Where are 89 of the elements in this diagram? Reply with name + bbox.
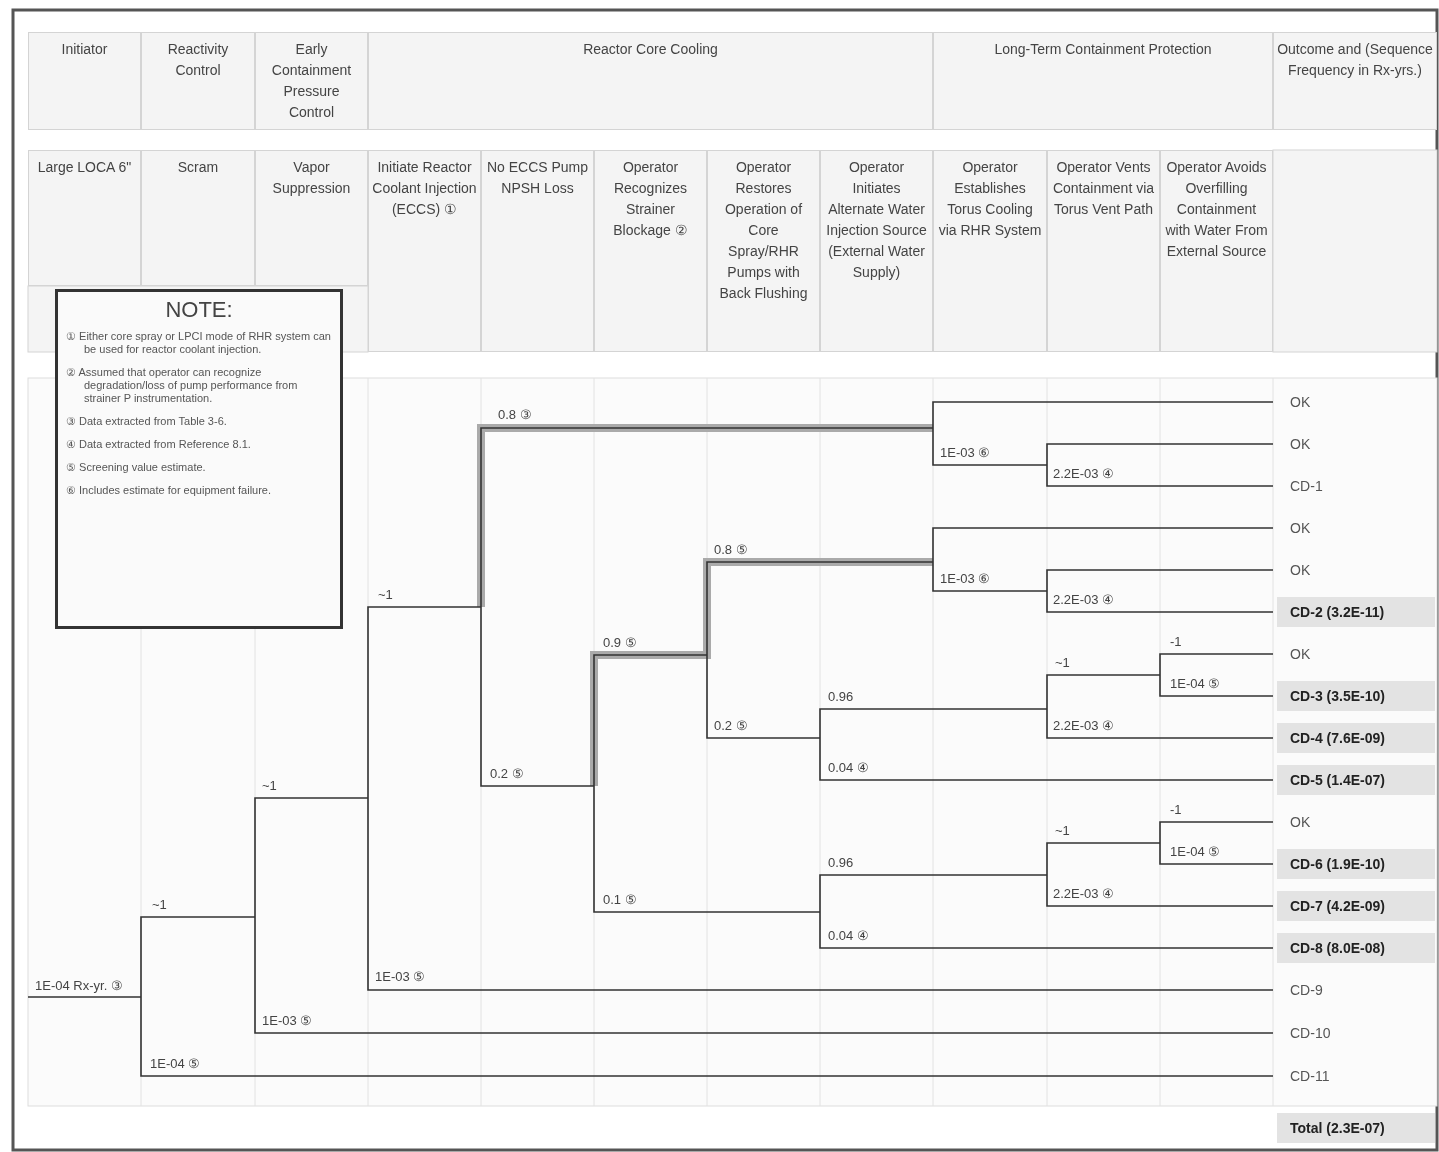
outcome-label: CD-11 bbox=[1290, 1067, 1330, 1085]
header-text: Scram bbox=[176, 158, 220, 177]
note-box bbox=[55, 289, 343, 629]
header-cell bbox=[255, 150, 368, 286]
header-cell bbox=[933, 150, 1047, 352]
outcome-label: OK bbox=[1290, 561, 1311, 579]
outcome-label: CD-5 (1.4E-07) bbox=[1290, 771, 1385, 789]
outcome-label: OK bbox=[1290, 519, 1311, 537]
outcome-label: OK bbox=[1290, 393, 1311, 411]
branch-probability: 0.9 ⑤ bbox=[603, 635, 637, 651]
header-cell bbox=[1160, 150, 1273, 352]
outcome-label: CD-9 bbox=[1290, 981, 1323, 999]
branch-probability: -1 bbox=[1170, 634, 1182, 650]
header-cell bbox=[1047, 150, 1160, 352]
outcome-label: CD-3 (3.5E-10) bbox=[1290, 687, 1385, 705]
branch-probability: ~1 bbox=[1055, 823, 1070, 839]
branch-probability: 0.1 ⑤ bbox=[603, 892, 637, 908]
header-text: Reactor Core Cooling bbox=[582, 40, 719, 59]
outcome-label: CD-1 bbox=[1290, 477, 1323, 495]
outcome-label: OK bbox=[1290, 813, 1311, 831]
outcome-label: OK bbox=[1290, 645, 1311, 663]
branch-probability: 1E-04 ⑤ bbox=[1170, 844, 1221, 860]
note-heading: NOTE: bbox=[164, 296, 234, 324]
branch-probability: 1E-03 ⑥ bbox=[940, 571, 991, 587]
header-text: Operator Recognizes Strainer Blockage ② bbox=[612, 158, 689, 240]
branch-probability: 2.2E-03 ④ bbox=[1053, 886, 1115, 902]
header-text: Operator Vents Containment via Torus Vent Path bbox=[1051, 158, 1156, 219]
branch-probability: -1 bbox=[1170, 802, 1182, 818]
header-text: Long-Term Containment Protection bbox=[993, 40, 1213, 59]
outcome-label: CD-8 (8.0E-08) bbox=[1290, 939, 1385, 957]
note-item: ③ Data extracted from Table 3-6. bbox=[66, 415, 228, 428]
branch-probability: ~1 bbox=[378, 587, 393, 603]
header-cell bbox=[255, 32, 368, 130]
header-cell bbox=[368, 150, 481, 352]
header-text: Operator Establishes Torus Cooling via RHR System bbox=[937, 158, 1043, 240]
header-cell bbox=[933, 32, 1273, 130]
branch-probability: 0.2 ⑤ bbox=[714, 718, 748, 734]
header-text: Operator Initiates Alternate Water Injection Source (External Water Supply) bbox=[825, 158, 928, 282]
header-text: Initiator bbox=[60, 40, 109, 59]
note-item: ⑤ Screening value estimate. bbox=[66, 461, 207, 474]
outcome-label: CD-2 (3.2E-11) bbox=[1290, 603, 1385, 621]
note-item: ④ Data extracted from Reference 8.1. bbox=[66, 438, 252, 451]
branch-probability: 1E-04 ⑤ bbox=[150, 1056, 201, 1072]
header-cell bbox=[594, 150, 707, 352]
header-cell bbox=[141, 32, 255, 130]
branch-probability: 1E-03 ⑤ bbox=[262, 1013, 313, 1029]
header-cell bbox=[28, 150, 141, 286]
outcome-label: OK bbox=[1290, 435, 1311, 453]
branch-probability: 0.96 bbox=[828, 689, 854, 705]
branch-probability: ~1 bbox=[152, 897, 167, 913]
header-cell bbox=[1273, 32, 1437, 130]
header-cell bbox=[707, 150, 820, 352]
header-text: Reactivity Control bbox=[166, 40, 230, 80]
branch-probability: 1E-04 Rx-yr. ③ bbox=[35, 978, 123, 994]
outcome-label: CD-7 (4.2E-09) bbox=[1290, 897, 1385, 915]
branch-probability: 0.04 ④ bbox=[828, 760, 869, 776]
header-cell bbox=[481, 150, 594, 352]
header-cell bbox=[368, 32, 933, 130]
note-item: ① Either core spray or LPCI mode of RHR system can be used for reactor coolant injection. bbox=[66, 330, 332, 356]
branch-probability: 0.8 ③ bbox=[498, 407, 532, 423]
outcome-label: CD-10 bbox=[1290, 1024, 1331, 1042]
header-cell bbox=[141, 150, 255, 286]
header-text: Operator Avoids Overfilling Containment with Water From External Source bbox=[1164, 158, 1269, 261]
outcome-label: CD-4 (7.6E-09) bbox=[1290, 729, 1385, 747]
header-cell bbox=[28, 32, 141, 130]
outcome-label: CD-6 (1.9E-10) bbox=[1290, 855, 1385, 873]
branch-probability: 0.2 ⑤ bbox=[490, 766, 524, 782]
note-item: ② Assumed that operator can recognize degradation/loss of pump performance from strainer P instrumentation. bbox=[66, 366, 299, 405]
branch-probability: ~1 bbox=[1055, 655, 1070, 671]
branch-probability: 0.96 bbox=[828, 855, 854, 871]
branch-probability: 2.2E-03 ④ bbox=[1053, 718, 1115, 734]
header-text: Outcome and (Sequence Frequency in Rx-yrs.) bbox=[1277, 40, 1433, 80]
header-text: No ECCS Pump NPSH Loss bbox=[485, 158, 590, 198]
total-frequency: Total (2.3E-07) bbox=[1290, 1119, 1385, 1137]
header-cell bbox=[820, 150, 933, 352]
header-text: Vapor Suppression bbox=[271, 158, 352, 198]
header-text: Large LOCA 6" bbox=[36, 158, 133, 177]
note-item: ⑥ Includes estimate for equipment failure. bbox=[66, 484, 273, 497]
branch-probability: 1E-03 ⑥ bbox=[940, 445, 991, 461]
branch-probability: 1E-03 ⑤ bbox=[375, 969, 426, 985]
header-text: Operator Restores Operation of Core Spray/RHR Pumps with Back Flushing bbox=[718, 158, 809, 303]
branch-probability: 0.04 ④ bbox=[828, 928, 869, 944]
branch-probability: 1E-04 ⑤ bbox=[1170, 676, 1221, 692]
branch-probability: ~1 bbox=[262, 778, 277, 794]
header-text: Early Containment Pressure Control bbox=[270, 40, 353, 122]
branch-probability: 2.2E-03 ④ bbox=[1053, 466, 1115, 482]
header-text: Initiate Reactor Coolant Injection (ECCS) ① bbox=[372, 158, 477, 219]
branch-probability: 2.2E-03 ④ bbox=[1053, 592, 1115, 608]
branch-probability: 0.8 ⑤ bbox=[714, 542, 748, 558]
